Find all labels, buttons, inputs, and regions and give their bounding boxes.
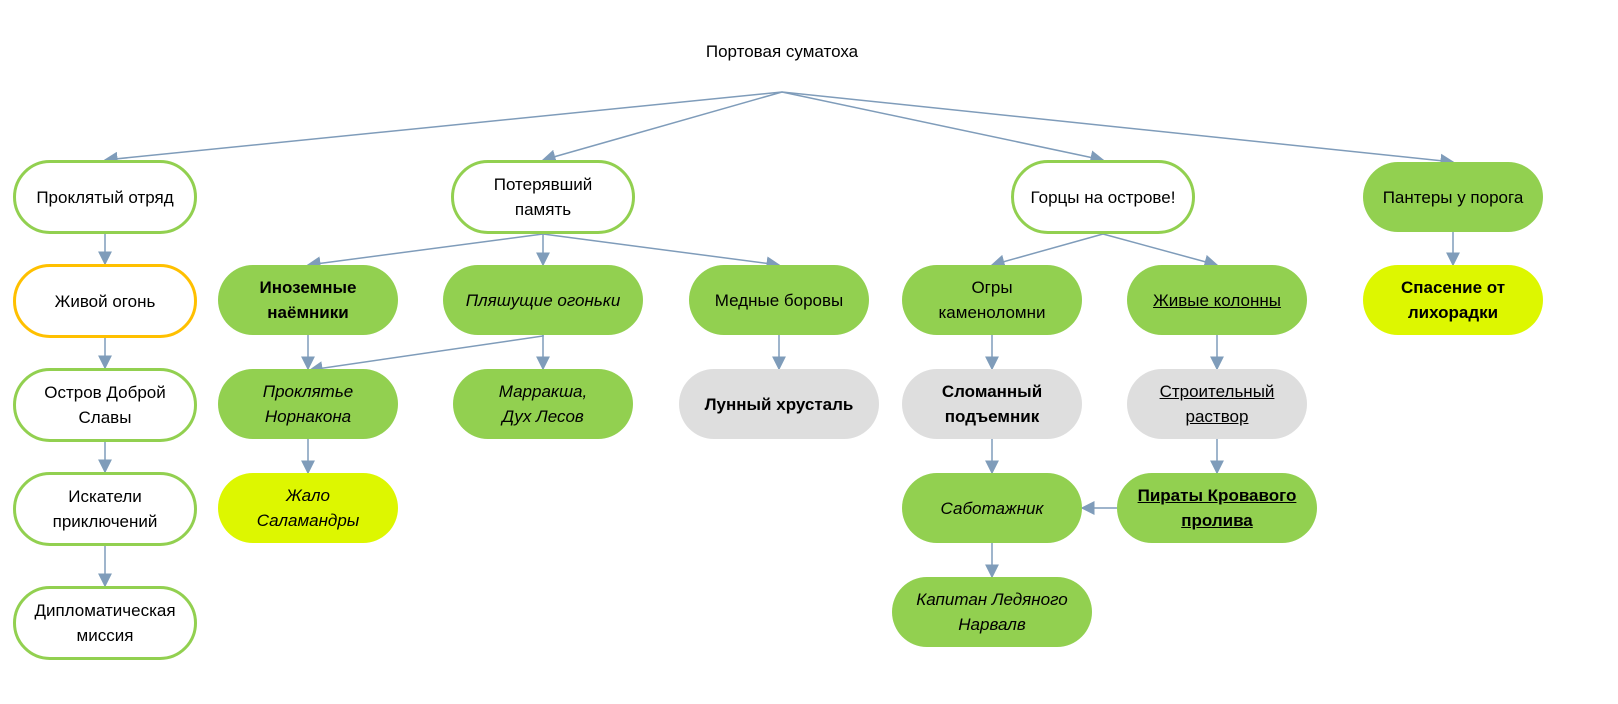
node-label: Проклятье Норнакона xyxy=(262,382,354,426)
node-label: Жало Саламандры xyxy=(256,486,360,530)
node-label: Капитан Ледяного Нарвалв xyxy=(916,590,1068,634)
node-label: Огры каменоломни xyxy=(938,278,1046,322)
node-label: Лунный хрусталь xyxy=(704,394,854,414)
connector-lost-memory-to-copper-boars xyxy=(542,233,781,271)
node-label: Пираты Кровавого пролива xyxy=(1137,486,1297,530)
node-label: Саботажник xyxy=(940,498,1044,518)
connector-dancing-lights-to-nornakon-curse xyxy=(308,335,544,376)
node-panthers[interactable]: Пантеры у порога xyxy=(1363,162,1543,232)
node-label: Дипломатическая миссия xyxy=(34,601,176,645)
node-lost-memory[interactable]: Потерявший память xyxy=(451,160,635,234)
node-saboteur[interactable]: Саботажник xyxy=(902,473,1082,543)
node-label: Иноземные наёмники xyxy=(259,278,357,322)
node-label: Живые колонны xyxy=(1153,290,1281,310)
node-dancing-lights[interactable]: Пляшущие огоньки xyxy=(443,265,643,335)
node-label: Марракша, Дух Лесов xyxy=(498,382,588,426)
node-label: Пантеры у порога xyxy=(1382,187,1524,207)
node-blood-strait-pirates[interactable]: Пираты Кровавого пролива xyxy=(1117,473,1317,543)
node-good-fame-island[interactable]: Остров Доброй Славы xyxy=(13,368,197,442)
connector-root-to-highlanders xyxy=(781,91,1105,165)
node-label: Строительный раствор xyxy=(1159,382,1275,426)
node-copper-boars[interactable]: Медные боровы xyxy=(689,265,869,335)
node-foreign-mercenaries[interactable]: Иноземные наёмники xyxy=(218,265,398,335)
node-salamander-sting[interactable]: Жало Саламандры xyxy=(218,473,398,543)
node-label: Потерявший память xyxy=(493,175,593,219)
connector-lost-memory-to-foreign-mercenaries xyxy=(306,233,544,271)
node-label: Остров Доброй Славы xyxy=(44,383,166,427)
node-lunar-crystal[interactable]: Лунный хрусталь xyxy=(679,369,879,439)
node-label: Сломанный подъемник xyxy=(941,382,1043,426)
connector-root-to-lost-memory xyxy=(541,91,783,164)
node-marraksha[interactable]: Марракша, Дух Лесов xyxy=(453,369,633,439)
node-highlanders[interactable]: Горцы на острове! xyxy=(1011,160,1195,234)
node-fever-rescue[interactable]: Спасение от лихорадки xyxy=(1363,265,1543,335)
node-diplomatic-mission[interactable]: Дипломатическая миссия xyxy=(13,586,197,660)
node-mortar[interactable]: Строительный раствор xyxy=(1127,369,1307,439)
node-living-columns[interactable]: Живые колонны xyxy=(1127,265,1307,335)
node-nornakon-curse[interactable]: Проклятье Норнакона xyxy=(218,369,398,439)
node-label: Искатели приключений xyxy=(52,487,158,531)
connector-root-to-cursed-squad xyxy=(103,91,783,166)
node-ice-narwhal-captain[interactable]: Капитан Ледяного Нарвалв xyxy=(892,577,1092,647)
node-label: Пляшущие огоньки xyxy=(465,290,621,310)
connector-highlanders-to-living-columns xyxy=(1102,233,1219,269)
node-label: Медные боровы xyxy=(714,290,844,310)
diagram-title: Портовая суматоха xyxy=(705,42,859,61)
node-label: Горцы на острове! xyxy=(1030,187,1176,207)
node-label: Спасение от лихорадки xyxy=(1400,278,1506,322)
connector-root-to-panthers xyxy=(781,91,1455,168)
node-broken-lift[interactable]: Сломанный подъемник xyxy=(902,369,1082,439)
node-living-fire[interactable]: Живой огонь xyxy=(13,264,197,338)
node-quarry-ogres[interactable]: Огры каменоломни xyxy=(902,265,1082,335)
node-adventure-seekers[interactable]: Искатели приключений xyxy=(13,472,197,546)
connector-highlanders-to-quarry-ogres xyxy=(990,233,1104,269)
node-label: Проклятый отряд xyxy=(36,187,174,207)
node-cursed-squad[interactable]: Проклятый отряд xyxy=(13,160,197,234)
node-label: Живой огонь xyxy=(54,291,156,311)
